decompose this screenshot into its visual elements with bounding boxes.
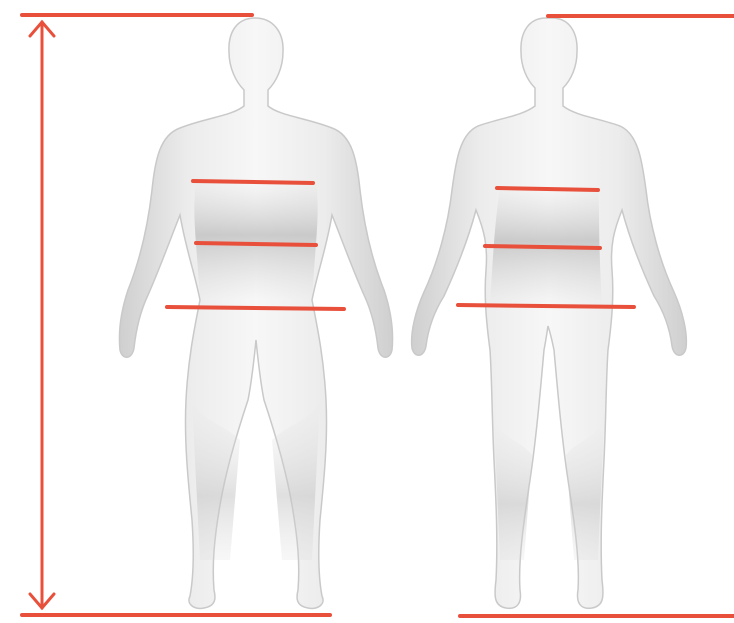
- female-body-silhouette-icon: [412, 18, 687, 608]
- male-waist-line: [196, 243, 316, 245]
- female-hips-line: [458, 305, 634, 307]
- female-figure: [412, 18, 687, 608]
- male-figure: [119, 18, 392, 608]
- female-chest-line: [497, 188, 598, 190]
- male-hips-line: [167, 307, 344, 309]
- female-waist-line: [485, 246, 600, 248]
- male-chest-line: [193, 181, 313, 183]
- male-body-silhouette-icon: [119, 18, 392, 608]
